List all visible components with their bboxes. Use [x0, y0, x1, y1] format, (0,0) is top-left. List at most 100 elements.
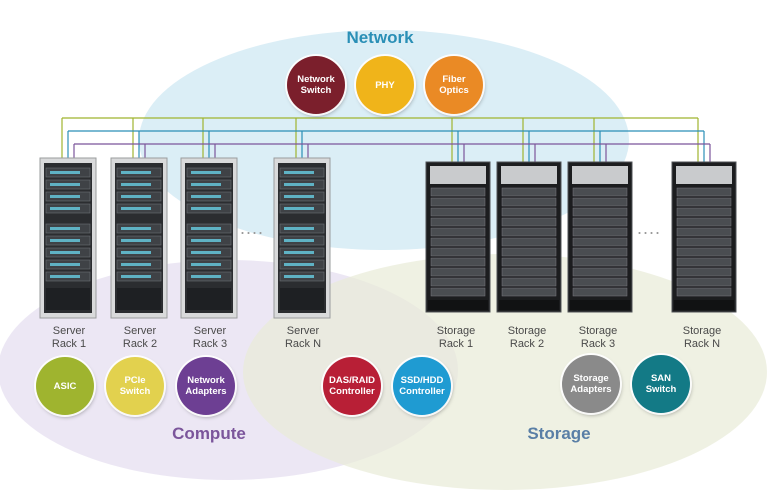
racks-group [39, 157, 737, 319]
storage-unit [430, 217, 486, 227]
storage-unit [501, 187, 557, 197]
server-unit-light [284, 239, 314, 242]
server-rack-1 [39, 157, 97, 319]
server-rack-n [273, 157, 331, 319]
storage-rack-2-label: Storage Rack 2 [507, 325, 547, 350]
storage-unit [501, 197, 557, 207]
storage-unit [572, 287, 628, 297]
server-rack-1-label: Server Rack 1 [51, 325, 87, 350]
storage-unit [430, 277, 486, 287]
storage-rack-3-label: Storage Rack 3 [578, 325, 618, 350]
storage-unit [572, 217, 628, 227]
storage-unit [572, 237, 628, 247]
server-unit-light [121, 251, 151, 254]
storage-rack-n-label: Storage Rack N [682, 325, 722, 350]
storage-unit [676, 187, 732, 197]
server-unit-light [121, 207, 151, 210]
rack-base [674, 300, 734, 310]
server-unit-light [191, 171, 221, 174]
server-unit-light [50, 195, 80, 198]
storage-unit [676, 207, 732, 217]
asic-component: ASIC [36, 357, 94, 415]
storage-unit [572, 247, 628, 257]
server-unit-light [191, 195, 221, 198]
storage-unit [430, 247, 486, 257]
server-unit-light [121, 171, 151, 174]
san-switch-component: SAN Switch [632, 355, 690, 413]
network-switch-component: Network Switch [287, 56, 345, 114]
rack-frame [671, 161, 737, 313]
storage-unit [676, 257, 732, 267]
storage-unit [430, 267, 486, 277]
server-unit-light [50, 275, 80, 278]
storage-rack-3 [567, 161, 633, 313]
storage-rack-1 [425, 161, 491, 313]
rack-frame [425, 161, 491, 313]
server-unit-light [191, 207, 221, 210]
storage-region [243, 254, 767, 490]
storage-unit [676, 287, 732, 297]
rack-base [117, 288, 161, 310]
storage-unit [430, 187, 486, 197]
storage-unit [430, 257, 486, 267]
server-unit-light [284, 263, 314, 266]
server-rack-n-label: Server Rack N [284, 325, 322, 350]
storage-racks-ellipsis: .... [637, 218, 662, 238]
rack-base [428, 300, 488, 310]
storage-unit [430, 287, 486, 297]
server-unit-light [191, 275, 221, 278]
storage-unit [572, 277, 628, 287]
rack-top-panel [430, 166, 486, 184]
server-unit-light [50, 227, 80, 230]
server-unit-light [50, 263, 80, 266]
rack-top-panel [572, 166, 628, 184]
storage-unit [430, 197, 486, 207]
pcie-switch-component: PCIe Switch [106, 357, 164, 415]
compute-region-label: Compute [172, 424, 246, 443]
storage-unit [572, 197, 628, 207]
server-unit-light [50, 239, 80, 242]
storage-unit [572, 267, 628, 277]
storage-unit [572, 187, 628, 197]
storage-unit [572, 207, 628, 217]
network-region-label: Network [346, 28, 414, 47]
server-unit-light [191, 251, 221, 254]
rack-frame [496, 161, 562, 313]
storage-unit [501, 247, 557, 257]
server-unit-light [284, 195, 314, 198]
ssd-hdd-controller-component: SSD/HDD Controller [393, 357, 451, 415]
server-unit-light [284, 227, 314, 230]
server-unit-light [50, 183, 80, 186]
storage-unit [676, 277, 732, 287]
rack-base [46, 288, 90, 310]
storage-unit [572, 257, 628, 267]
storage-unit [430, 207, 486, 217]
rack-base [499, 300, 559, 310]
rack-top-panel [676, 166, 732, 184]
storage-unit [676, 237, 732, 247]
server-unit-light [121, 275, 151, 278]
server-unit-light [50, 207, 80, 210]
server-unit-light [191, 263, 221, 266]
storage-unit [676, 217, 732, 227]
storage-rack-1-label: Storage Rack 1 [436, 325, 476, 350]
storage-unit [501, 227, 557, 237]
server-rack-2 [110, 157, 168, 319]
storage-unit [430, 227, 486, 237]
rack-top-panel [501, 166, 557, 184]
storage-region-label: Storage [527, 424, 591, 443]
storage-unit [501, 277, 557, 287]
rack-base [187, 288, 231, 310]
server-unit-light [121, 227, 151, 230]
network-adapters-component: Network Adapters [177, 357, 235, 415]
server-unit-light [284, 251, 314, 254]
rack-base [570, 300, 630, 310]
server-unit-light [121, 263, 151, 266]
storage-unit [501, 217, 557, 227]
server-unit-light [284, 275, 314, 278]
storage-unit [430, 237, 486, 247]
storage-unit [501, 237, 557, 247]
server-unit-light [121, 239, 151, 242]
server-racks-ellipsis: .... [240, 218, 265, 238]
